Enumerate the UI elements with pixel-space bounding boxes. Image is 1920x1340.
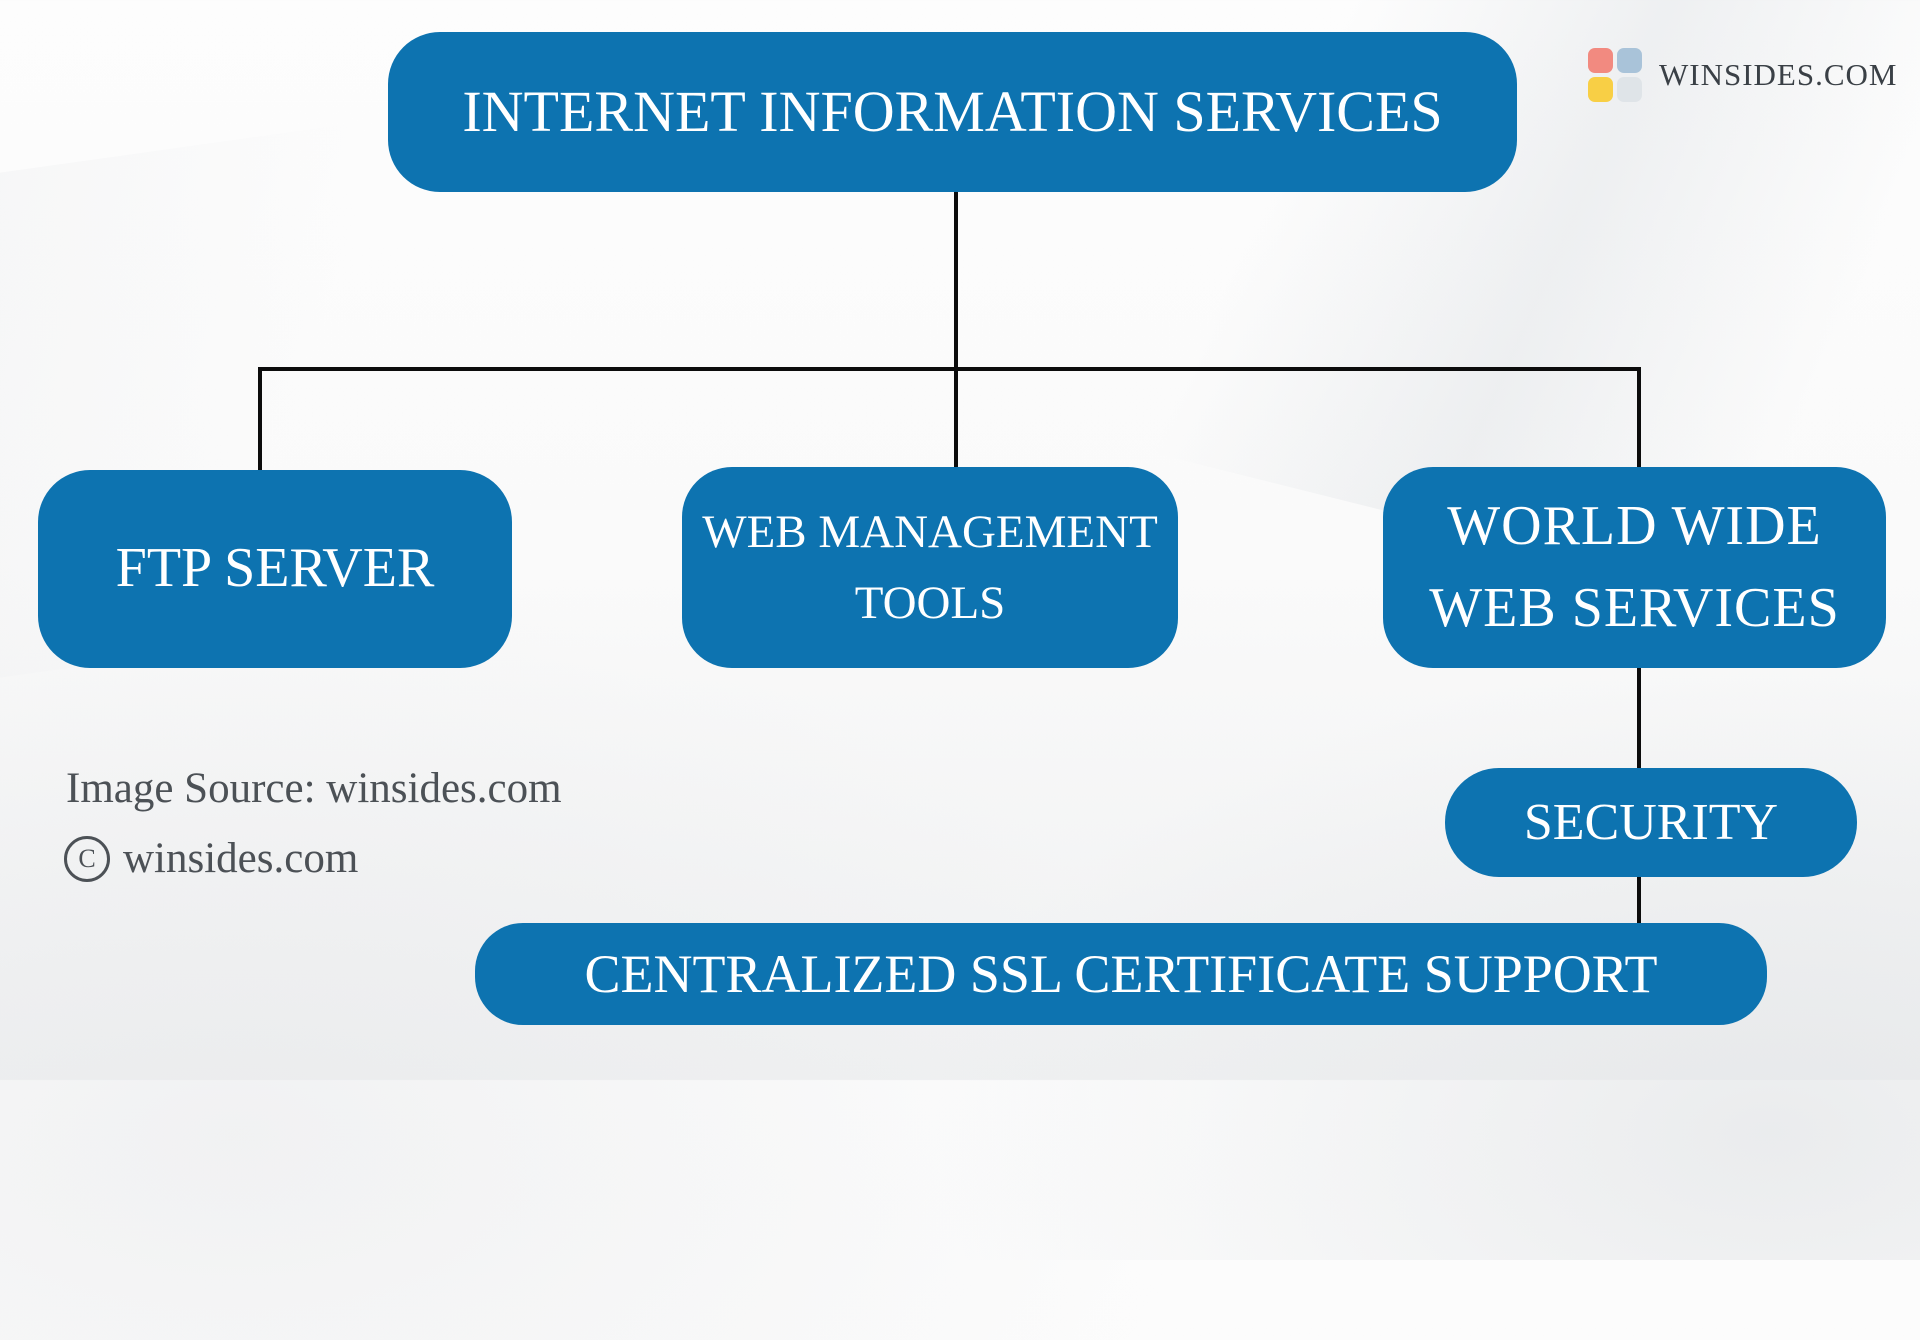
node-world-wide-web-services: WORLD WIDE WEB SERVICES xyxy=(1383,467,1886,668)
node-ftp-server: FTP SERVER xyxy=(38,470,512,668)
image-source-text: Image Source: winsides.com xyxy=(66,765,562,812)
node-web-management-tools: WEB MANAGEMENT TOOLS xyxy=(682,467,1178,668)
copyright-icon: C xyxy=(64,835,110,882)
logo-square-red xyxy=(1588,48,1613,73)
logo-square-gray xyxy=(1617,77,1642,102)
node-security: SECURITY xyxy=(1445,768,1857,877)
connector-rail xyxy=(258,367,1641,371)
logo-square-blue xyxy=(1617,48,1642,73)
copyright-text: winsides.com xyxy=(123,835,359,882)
connector-www-to-security xyxy=(1637,668,1641,768)
connector-rail-to-world-wide-web-services xyxy=(1637,367,1641,467)
brand-winsides: WINSIDES.COM xyxy=(1588,48,1897,102)
node-centralized-ssl-certificate-support: CENTRALIZED SSL CERTIFICATE SUPPORT xyxy=(475,923,1767,1025)
logo-square-yellow xyxy=(1588,77,1613,102)
connector-root-trunk xyxy=(954,192,958,367)
winsides-logo-icon xyxy=(1588,48,1642,102)
copyright-line: C winsides.com xyxy=(64,834,358,883)
connector-security-to-ssl-support xyxy=(1637,877,1641,923)
connector-rail-to-web-management-tools xyxy=(954,367,958,467)
brand-name: WINSIDES.COM xyxy=(1659,57,1898,92)
node-internet-information-services: INTERNET INFORMATION SERVICES xyxy=(388,32,1517,192)
connector-rail-to-ftp-server xyxy=(258,367,262,470)
